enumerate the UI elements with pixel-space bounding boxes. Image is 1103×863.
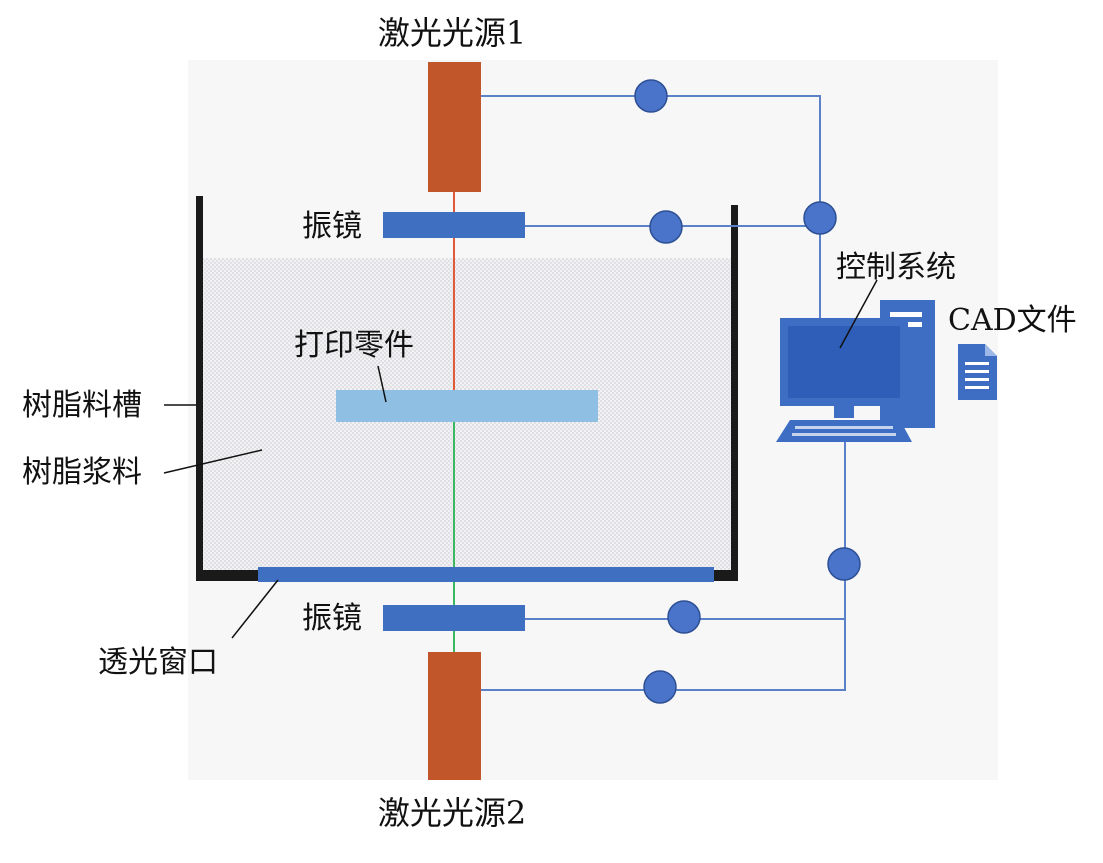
document-icon: [958, 344, 997, 400]
tank-bottom-right: [710, 570, 738, 581]
galvo-mirror-top-label: 振镜: [302, 209, 362, 244]
connector-node: [803, 201, 837, 235]
leader-lines: [163, 279, 878, 639]
control-system-label: 控制系统: [836, 250, 956, 285]
connector-node: [667, 600, 701, 634]
computer-icon: [776, 300, 935, 442]
resin-tank-label: 树脂料槽: [22, 388, 142, 423]
tank-bottom-left: [196, 570, 262, 581]
laser-source-2-label: 激光光源2: [378, 794, 526, 832]
connector-node: [634, 79, 668, 113]
connector-node: [827, 547, 861, 581]
galvo-mirror-bottom-label: 振镜: [302, 601, 362, 636]
connector-node: [643, 670, 677, 704]
printed-part-label: 打印零件: [294, 328, 414, 363]
laser-source-2-box: [428, 652, 481, 780]
printed-part: [336, 390, 598, 422]
laser-source-1-box: [428, 62, 481, 192]
transparent-window-label: 透光窗口: [98, 645, 218, 680]
tank-left-wall: [196, 196, 203, 581]
connector-node: [649, 210, 683, 244]
laser-source-1-label: 激光光源1: [378, 14, 526, 52]
cad-file-label: CAD文件: [948, 303, 1077, 338]
galvo-mirror-top: [383, 212, 525, 238]
tank-right-wall: [731, 205, 738, 581]
resin-slurry-label: 树脂浆料: [22, 455, 142, 490]
transparent-window: [258, 567, 714, 582]
galvo-mirror-bottom: [383, 605, 525, 631]
signal-connectors: [634, 79, 861, 704]
